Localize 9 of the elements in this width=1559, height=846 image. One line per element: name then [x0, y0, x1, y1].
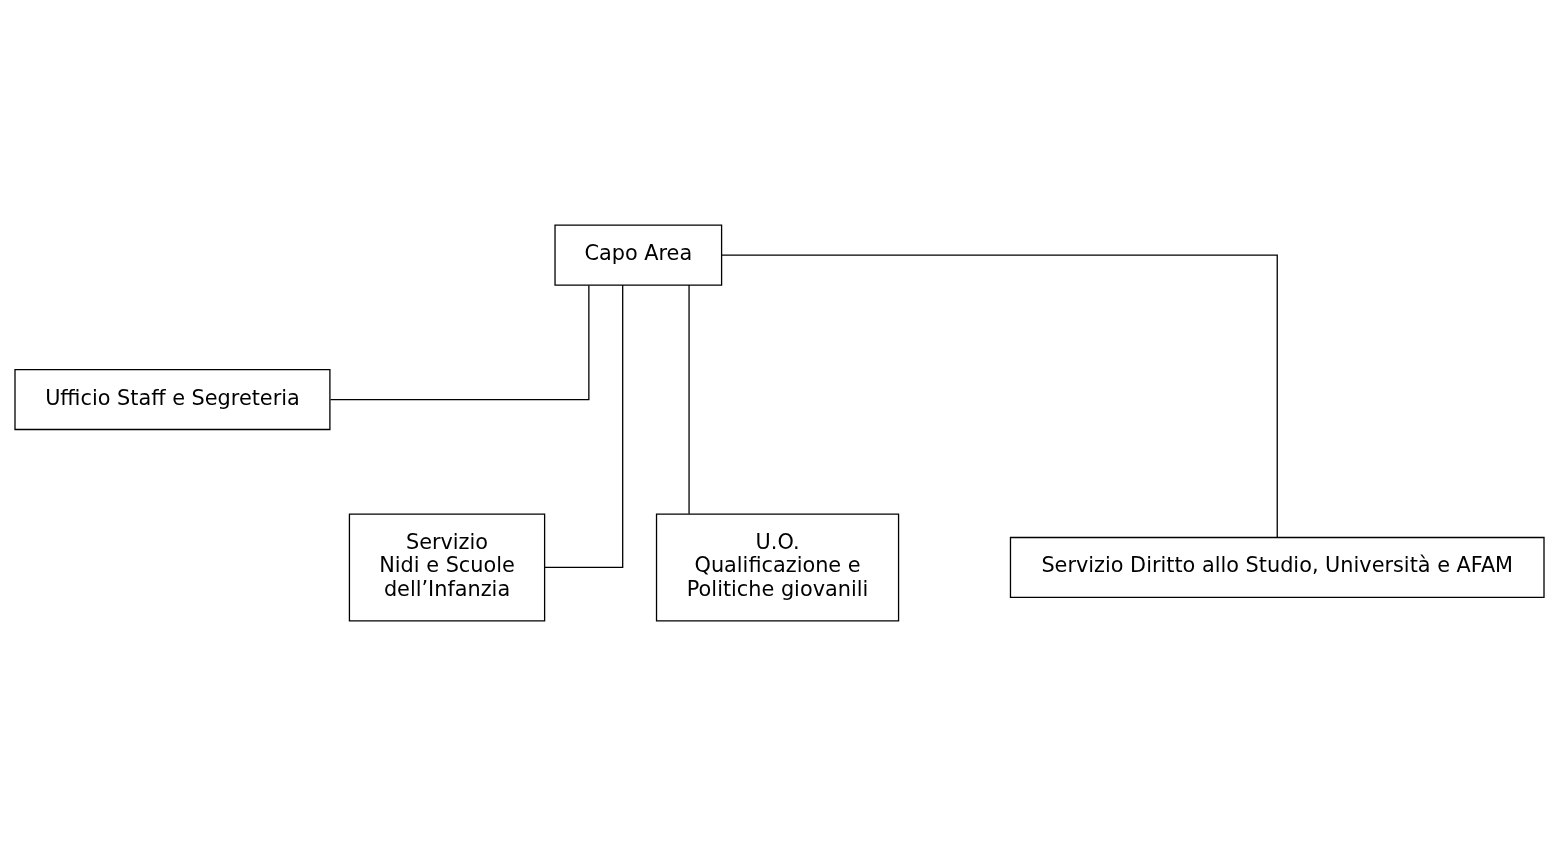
node-box: Ufficio Staff e Segreteria	[14, 369, 331, 431]
connector	[721, 254, 1278, 539]
node-box: Servizio Diritto allo Studio, Università e AFAM	[1009, 536, 1545, 598]
node-box: U.O. Qualificazione e Politiche giovanili	[655, 513, 900, 622]
node-box: Capo Area	[554, 224, 723, 286]
node-box: Servizio Nidi e Scuole dell’Infanzia	[348, 513, 546, 622]
connector	[543, 284, 624, 569]
connector	[329, 284, 590, 401]
connector	[688, 284, 690, 515]
